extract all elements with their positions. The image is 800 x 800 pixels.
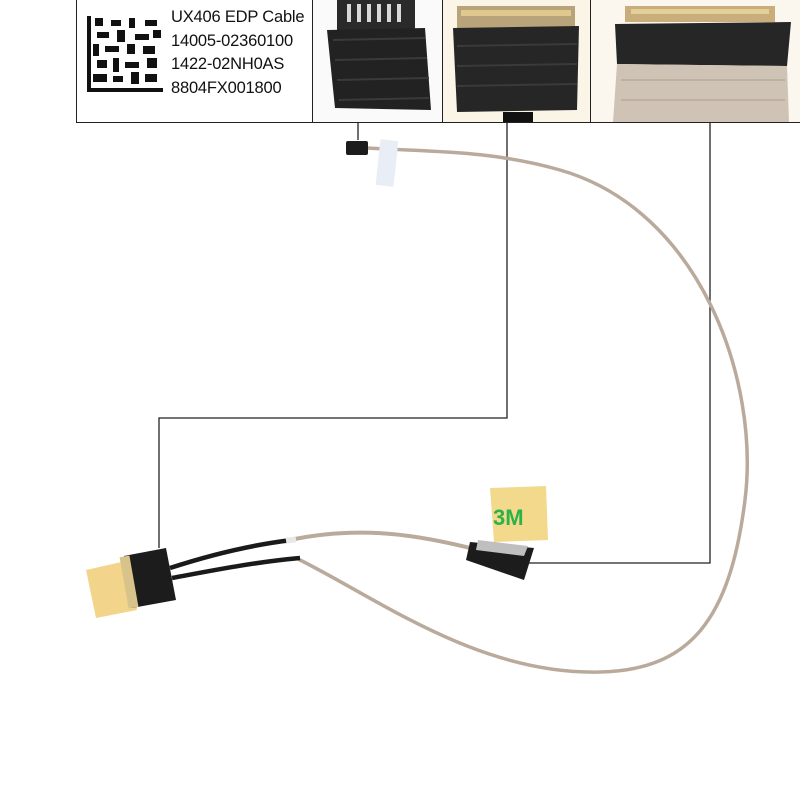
long-cable: [298, 146, 749, 674]
callout-line-left-connector: [158, 123, 508, 548]
small-connector: [346, 139, 399, 187]
label-title: UX406 EDP Cable: [171, 8, 305, 26]
label-code-1: 14005-02360100: [171, 31, 293, 50]
label-code-3: 8804FX001800: [171, 78, 282, 97]
datamatrix-code-icon: [85, 14, 165, 94]
black-cable-1: [169, 537, 293, 571]
right-connector: [466, 486, 548, 580]
callout-lines: [158, 123, 711, 564]
product-label: UX406 EDP Cable 14005-02360100 1422-02NH…: [77, 0, 313, 122]
label-code-2: 1422-02NH0AS: [171, 55, 285, 73]
label-text: UX406 EDP Cable 14005-02360100 1422-02NH…: [171, 6, 305, 100]
zoom-left-connector: [443, 0, 591, 122]
callout-line-right-connector: [523, 123, 711, 564]
left-connector: [86, 548, 176, 618]
right-cable: [289, 530, 479, 552]
small-connector-closeup: [313, 0, 442, 122]
black-cable-2: [171, 555, 301, 581]
zoom-right-connector: [591, 0, 800, 122]
cable-clip: [285, 536, 297, 544]
header-strip: UX406 EDP Cable 14005-02360100 1422-02NH…: [76, 0, 800, 123]
left-connector-closeup: [443, 0, 590, 122]
right-connector-closeup: [591, 0, 800, 122]
tape-3m-label: 3M: [493, 505, 524, 530]
zoom-small-connector: [313, 0, 443, 122]
